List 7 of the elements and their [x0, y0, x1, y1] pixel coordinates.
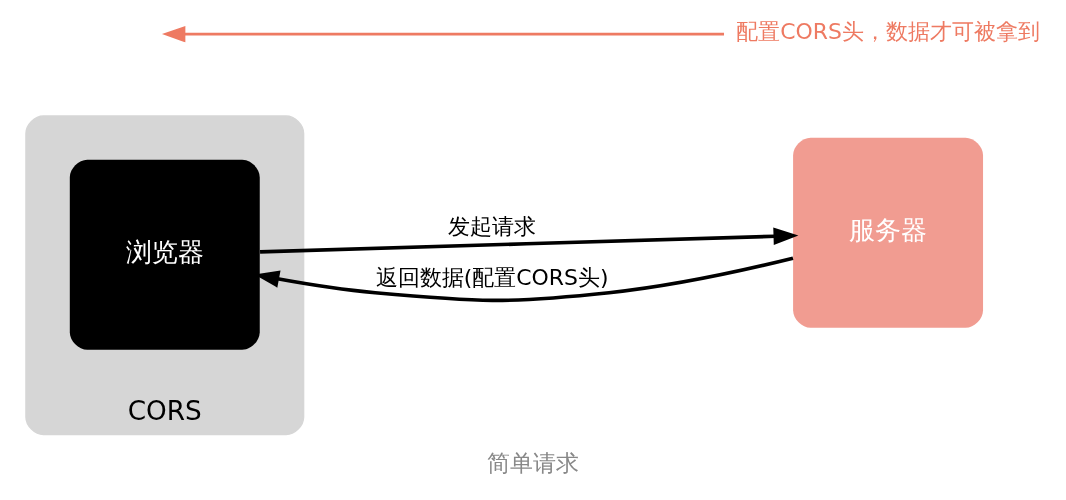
caption: 简单请求 — [487, 448, 579, 477]
arrow — [260, 227, 799, 254]
node-box: 浏览器 — [69, 159, 260, 350]
legend-label: 配置CORS头，数据才可被拿到 — [736, 19, 1040, 45]
edge-label: 发起请求 — [448, 214, 537, 240]
edge-label: 返回数据(配置CORS头) — [375, 265, 609, 291]
node-box: 服务器 — [793, 137, 984, 328]
